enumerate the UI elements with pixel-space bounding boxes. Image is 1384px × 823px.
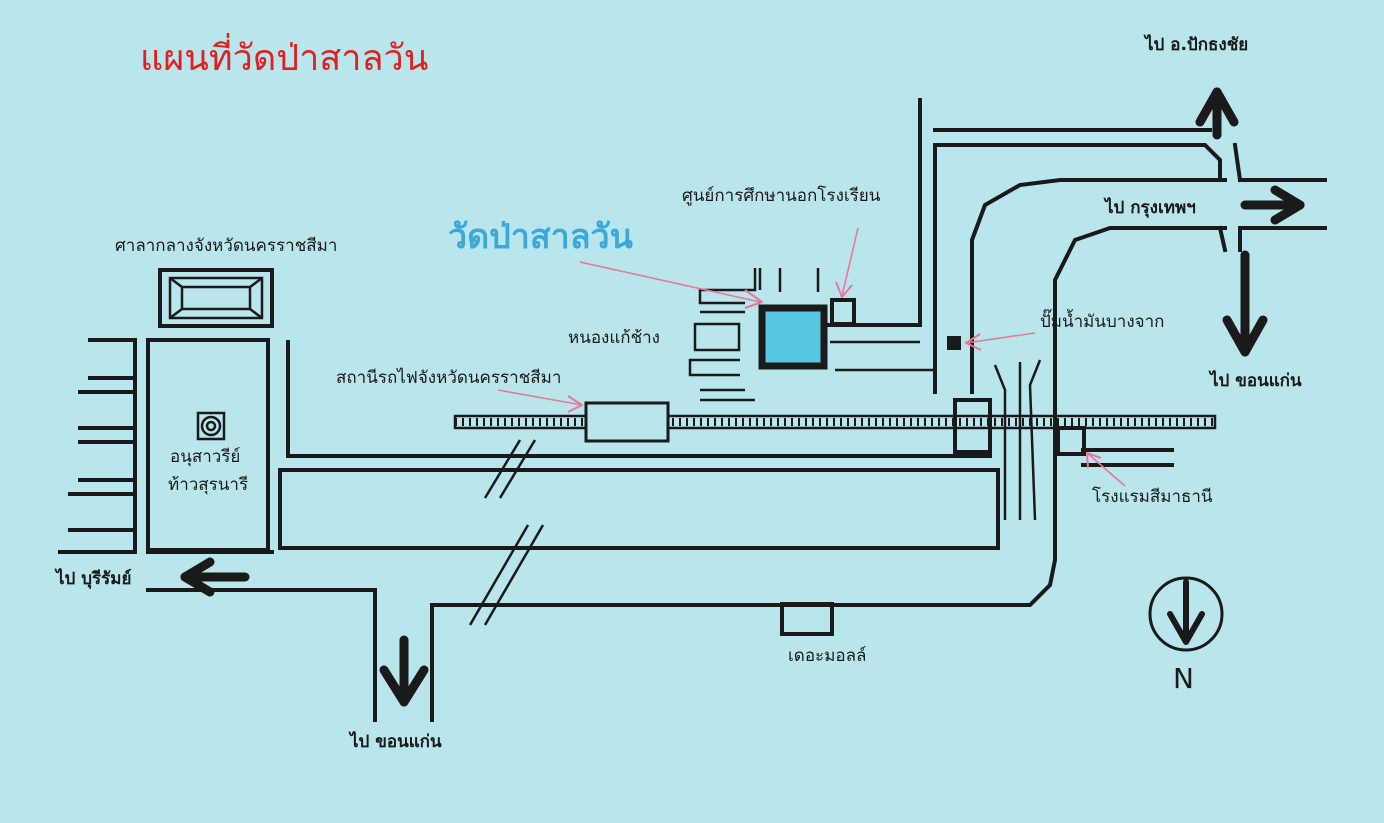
- education-center-building: [830, 298, 856, 326]
- map-title: แผนที่วัดป่าสาลวัน: [140, 33, 428, 79]
- railway: [453, 414, 1217, 430]
- direction-bangkok: ไป กรุงเทพฯ: [1103, 197, 1196, 218]
- north-arrow-pak-thong-chai: [1195, 87, 1239, 140]
- north-arrow-icon: [1148, 576, 1224, 652]
- mall-label: เดอะมอลล์: [788, 646, 866, 666]
- monument-label-line1: อนุสาวรีย์: [170, 447, 240, 467]
- hotel-label: โรงแรมสีมาธานี: [1092, 486, 1213, 507]
- gas-station-marker: [947, 336, 961, 350]
- monument-block: [146, 338, 270, 552]
- east-arrow-bangkok: [1240, 185, 1305, 225]
- main-roads: [146, 98, 1327, 722]
- train-station-building: [584, 401, 670, 443]
- direction-khon-kaen-south: ไป ขอนแก่น: [348, 731, 442, 752]
- monument-label-line2: ท้าวสุรนารี: [168, 475, 248, 495]
- compass-label: N: [1173, 662, 1194, 695]
- pond-label: หนองแก้ช้าง: [568, 328, 660, 348]
- city-hall-building: [158, 268, 274, 328]
- south-arrow-khon-kaen-east: [1222, 250, 1268, 357]
- pointer-lines: [497, 227, 1126, 487]
- train-station-label: สถานีรถไฟจังหวัดนครราชสีมา: [336, 367, 561, 388]
- city-hall-label: ศาลากลางจังหวัดนครราชสีมา: [115, 236, 337, 256]
- direction-pak-thong-chai: ไป อ.ปักธงชัย: [1143, 34, 1248, 55]
- gas-station-label: ปั๊มน้ำมันบางจาก: [1040, 308, 1164, 332]
- pond: [693, 322, 741, 352]
- left-side-streets: [58, 338, 137, 554]
- temple-area: [688, 268, 935, 402]
- education-center-label: ศูนย์การศึกษานอกโรงเรียน: [682, 185, 881, 206]
- direction-khon-kaen-east: ไป ขอนแก่น: [1208, 370, 1302, 391]
- temple-name-label: วัดป่าสาลวัน: [448, 217, 633, 257]
- west-arrow-buriram: [180, 557, 250, 597]
- direction-buriram: ไป บุรีรัมย์: [54, 568, 131, 589]
- road-breaks: [468, 439, 545, 626]
- mall-building: [780, 602, 834, 636]
- temple-building: [758, 304, 828, 370]
- hotel-building: [1056, 426, 1086, 456]
- south-arrow-khon-kaen-south: [379, 635, 429, 707]
